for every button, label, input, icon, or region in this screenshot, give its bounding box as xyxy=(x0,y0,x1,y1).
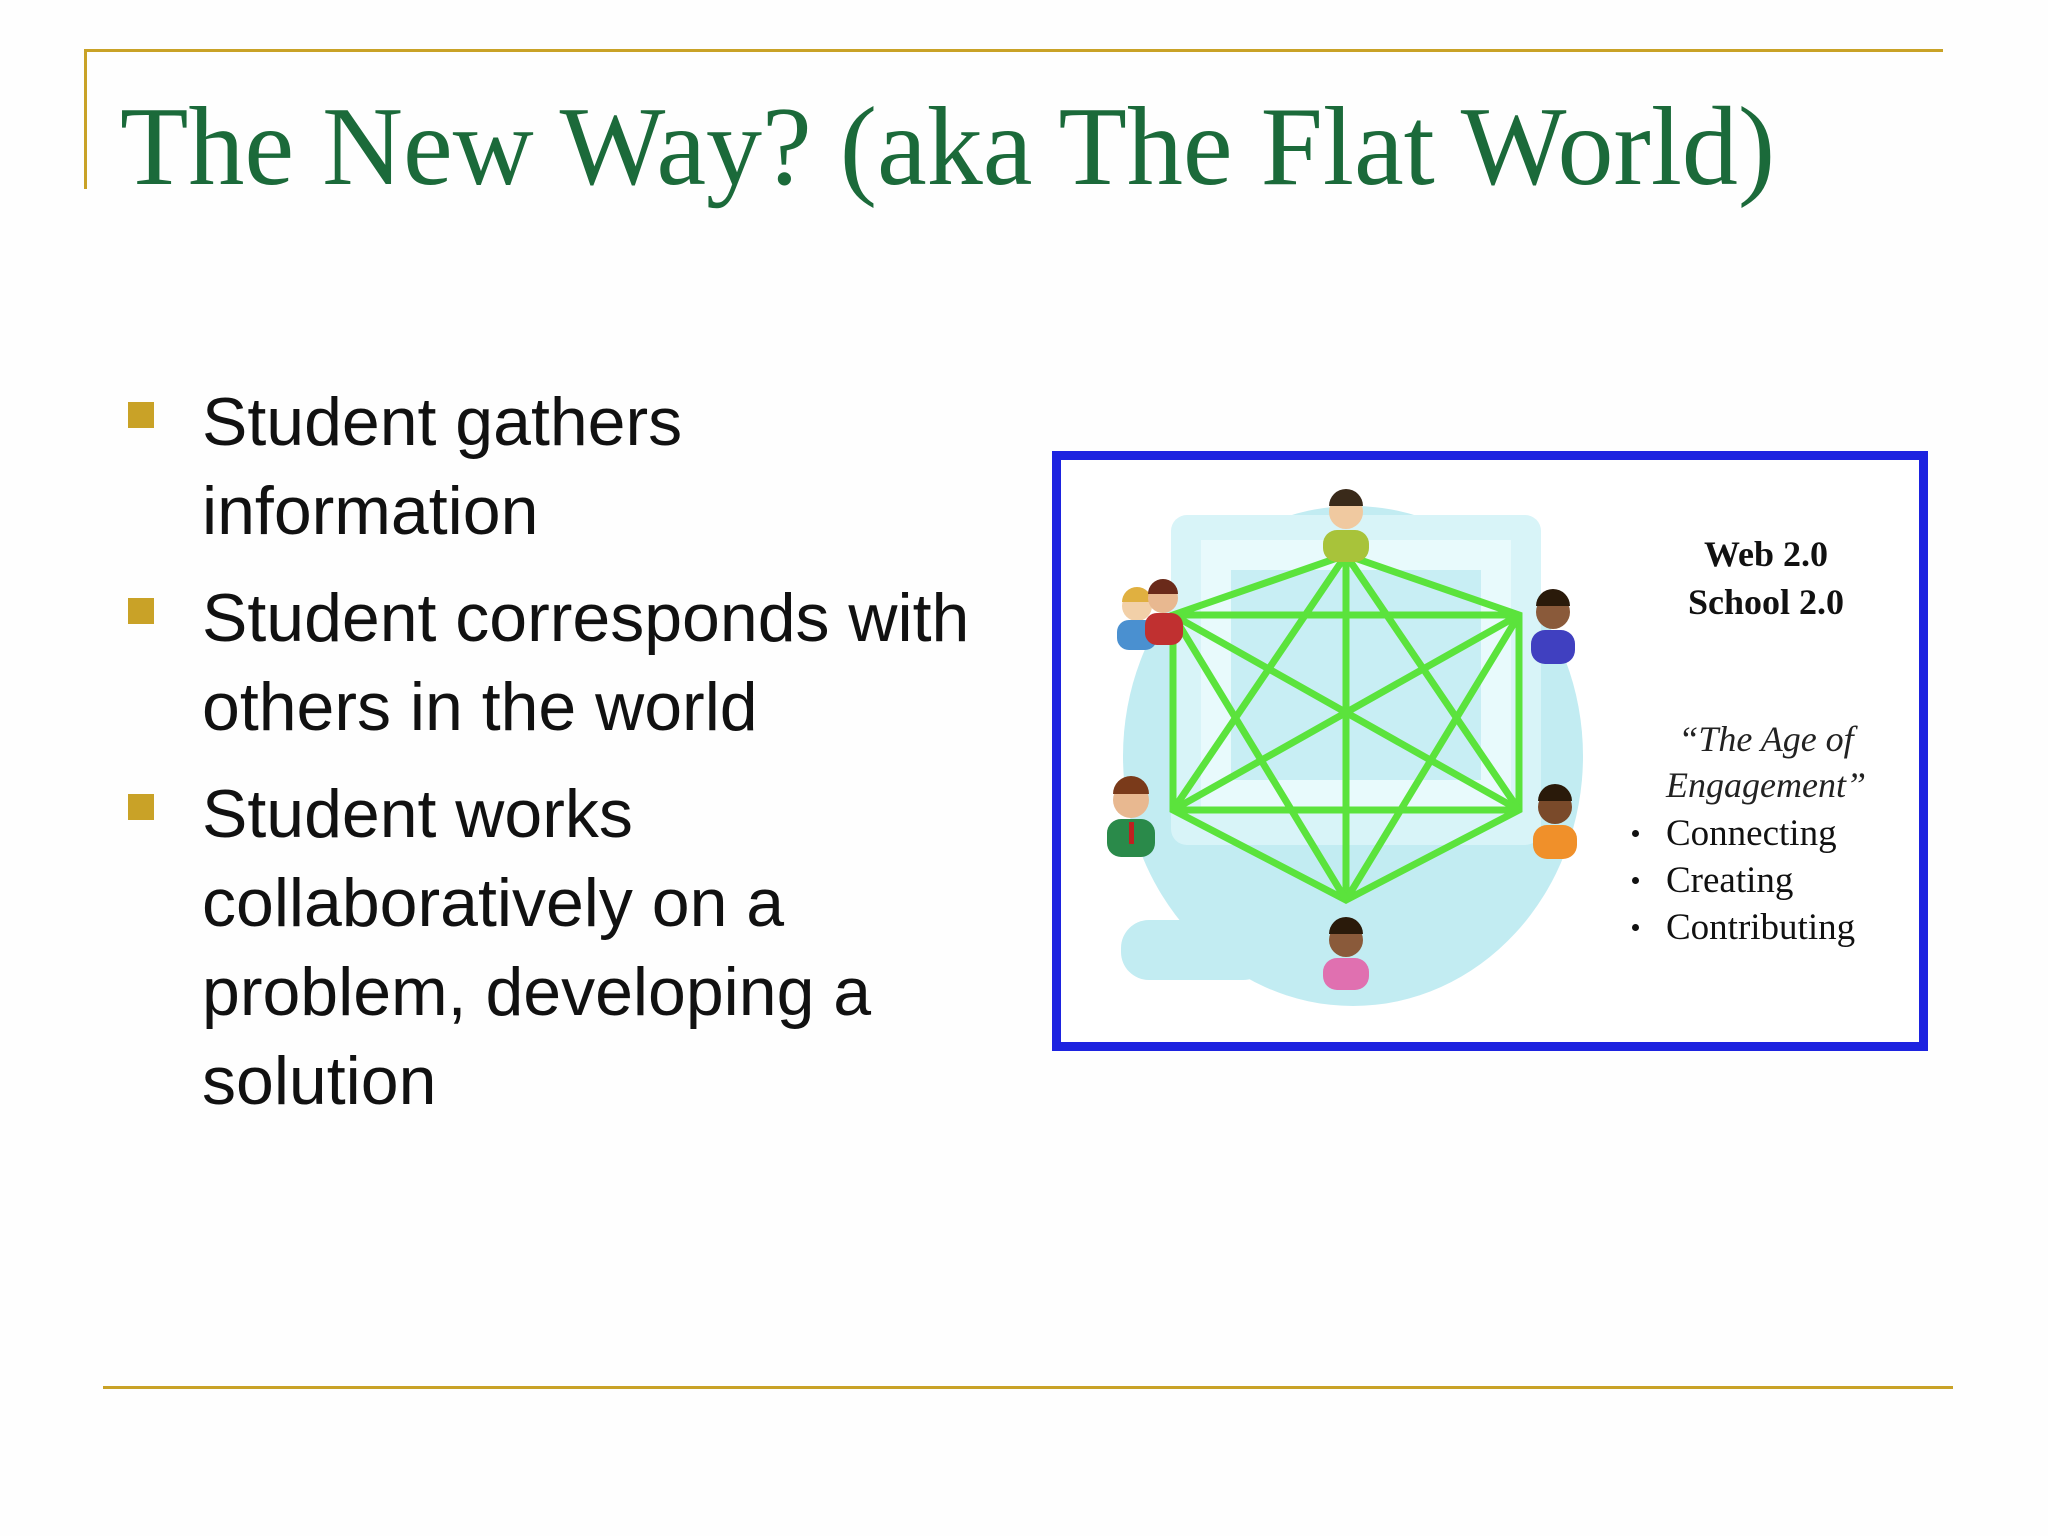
person-icon-right-bottom xyxy=(1533,784,1577,859)
engagement-item: Contributing xyxy=(1624,904,1855,951)
dot-bullet-icon xyxy=(1632,830,1639,837)
person-icon-bottom xyxy=(1323,917,1369,990)
engagement-list: Connecting Creating Contributing xyxy=(1624,810,1855,951)
bullet-text: Student works collaboratively on a probl… xyxy=(202,776,872,1119)
web20-label: Web 2.0 xyxy=(1703,534,1828,574)
engagement-item: Connecting xyxy=(1624,810,1855,857)
bullet-item: Student works collaboratively on a probl… xyxy=(120,770,980,1126)
square-bullet-icon xyxy=(128,794,154,820)
bullet-item: Student corresponds with others in the w… xyxy=(120,574,980,752)
square-bullet-icon xyxy=(128,402,154,428)
bullet-text: Student gathers information xyxy=(202,384,683,549)
slide-title: The New Way? (aka The Flat World) xyxy=(120,85,1776,209)
bullet-text: Student corresponds with others in the w… xyxy=(202,580,970,745)
web20-network-graphic: Web 2.0 School 2.0 “The Age of Engagemen… xyxy=(1052,451,1928,1051)
computer-illustration xyxy=(1121,506,1583,1006)
school20-label: School 2.0 xyxy=(1687,582,1845,622)
person-icon-right-top xyxy=(1531,589,1575,664)
engagement-item-text: Creating xyxy=(1666,860,1794,901)
quote-line-1: “The Age of xyxy=(1678,719,1854,759)
engagement-item-text: Connecting xyxy=(1666,813,1837,854)
engagement-item-text: Contributing xyxy=(1666,907,1856,948)
footer-rule xyxy=(103,1386,1953,1389)
bullet-item: Student gathers information xyxy=(120,378,980,556)
network-diagram xyxy=(1107,489,1583,1006)
person-icon-top xyxy=(1323,489,1369,562)
dot-bullet-icon xyxy=(1632,877,1639,884)
dot-bullet-icon xyxy=(1632,924,1639,931)
bullet-list: Student gathers information Student corr… xyxy=(120,378,980,1144)
title-rule-left xyxy=(84,49,87,189)
quote-line-2: Engagement” xyxy=(1666,765,1866,805)
engagement-item: Creating xyxy=(1624,857,1855,904)
people-icon-left-top xyxy=(1117,579,1183,650)
person-icon-left-bottom xyxy=(1107,776,1155,857)
title-rule-top xyxy=(84,49,1943,52)
square-bullet-icon xyxy=(128,598,154,624)
